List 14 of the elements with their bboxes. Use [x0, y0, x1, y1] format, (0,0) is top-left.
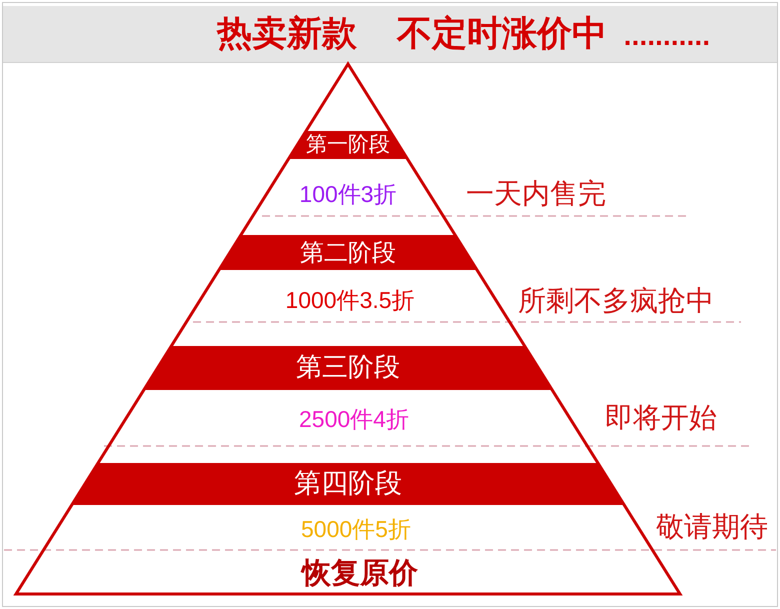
status-text: 即将开始	[605, 402, 717, 434]
stage-band: 第二阶段	[218, 235, 478, 270]
status-text: 敬请期待	[656, 510, 768, 544]
discount-text: 2500件4折	[299, 406, 409, 432]
discount-text: 1000件3.5折	[285, 286, 415, 314]
discount-text: 5000件5折	[301, 516, 411, 542]
stage-band: 第四阶段	[72, 463, 624, 505]
status-text: 所剩不多疯抢中	[518, 284, 714, 318]
stage-band: 第一阶段	[288, 131, 408, 159]
stage-band: 第三阶段	[144, 346, 552, 390]
title: 热卖新款 不定时涨价中 ...........	[217, 14, 710, 54]
status-text: 一天内售完	[466, 178, 606, 210]
discount-text: 100件3折	[299, 180, 397, 208]
original-price-text: 恢复原价	[302, 557, 418, 591]
